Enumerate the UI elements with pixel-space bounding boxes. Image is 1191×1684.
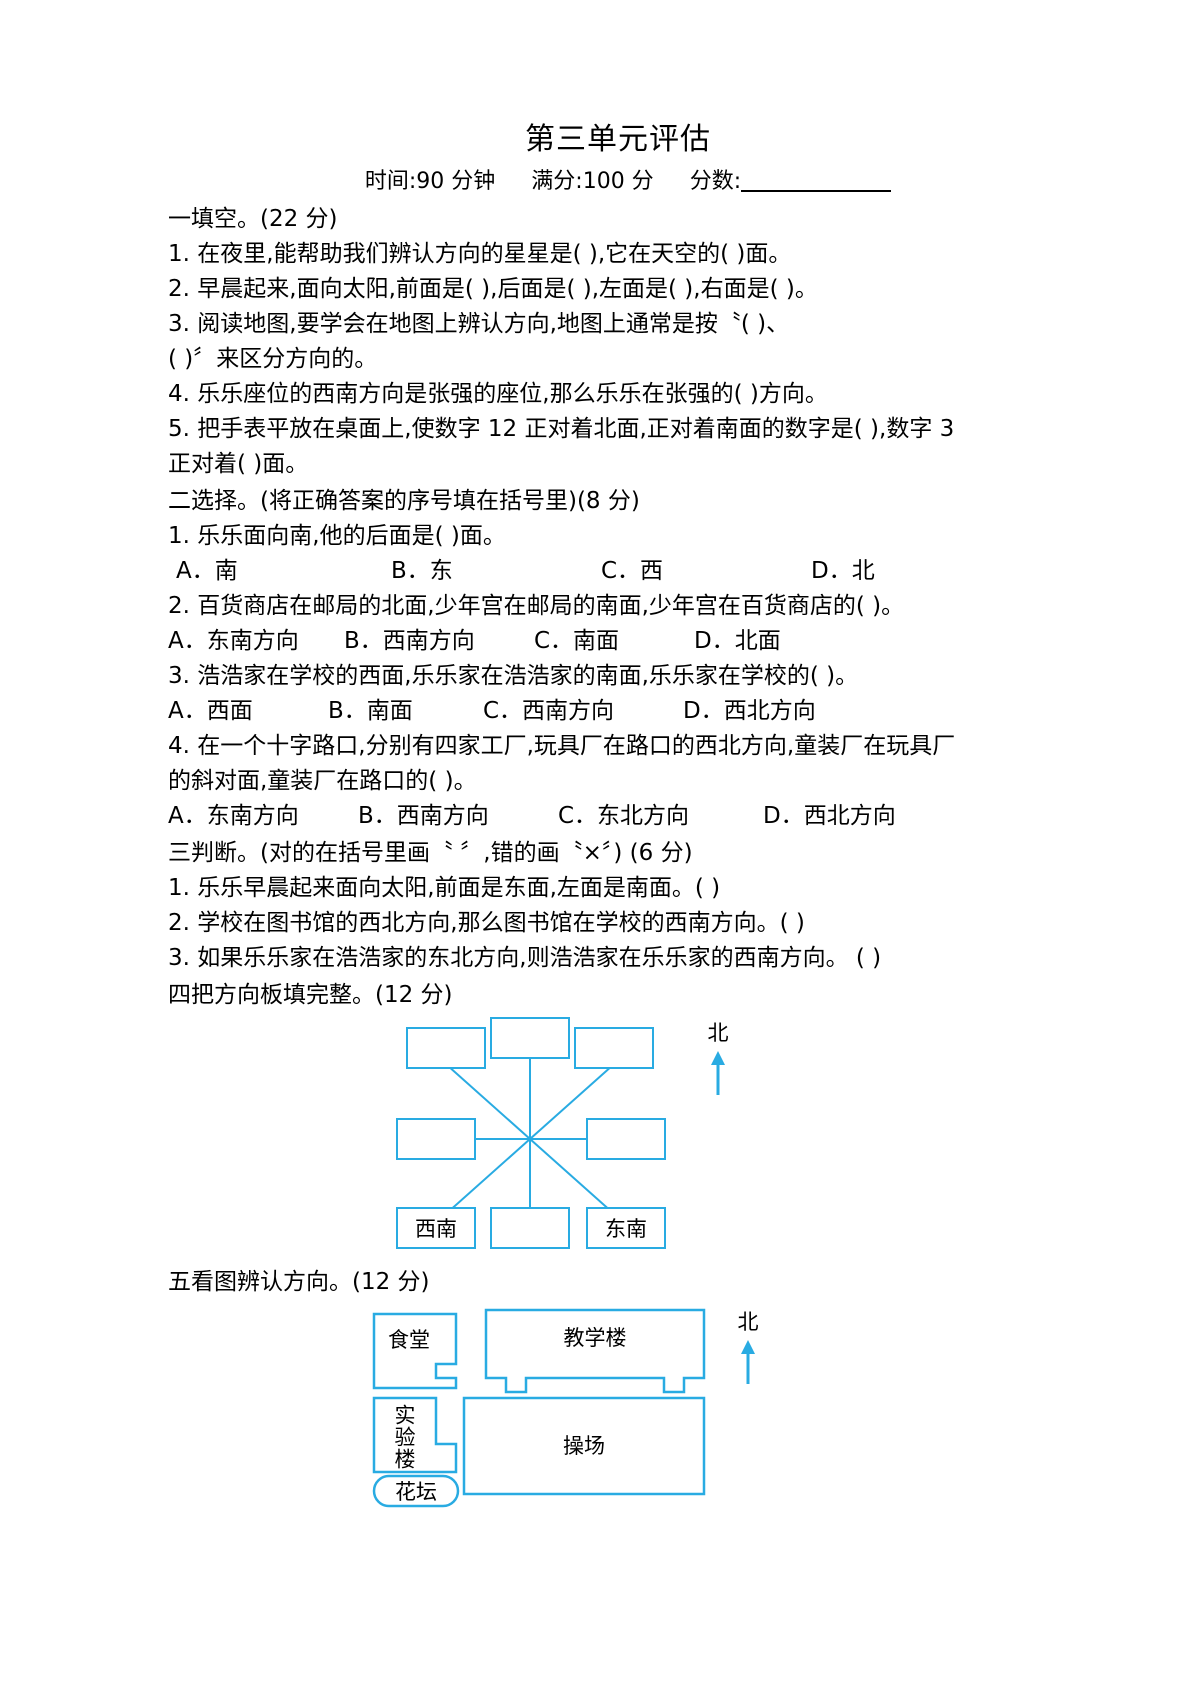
- score-label: 分数:: [689, 169, 742, 194]
- north-label-map: 北: [737, 1310, 759, 1334]
- school-map-shapes: [372, 1308, 706, 1508]
- truefalse-question-3: 3. 如果乐乐家在浩浩家的东北方向,则浩浩家在乐乐家的西南方向。 ( ): [168, 945, 882, 971]
- fill-question-2: 2. 早晨起来,面向太阳,前面是( ),后面是( ),左面是( ),右面是( )…: [168, 276, 818, 302]
- choice-4-option-a[interactable]: A．东南方向: [168, 803, 299, 829]
- fill-question-4: 4. 乐乐座位的西南方向是张强的座位,那么乐乐在张强的( )方向。: [168, 381, 828, 407]
- choice-3-options: A．西面 B．南面 C．西南方向 D．西北方向: [168, 694, 1028, 729]
- exam-meta-row: 时间:90 分钟 满分:100 分 分数:: [168, 164, 1028, 200]
- choice-1-option-d[interactable]: D．北: [811, 558, 875, 584]
- choice-question-3: 3. 浩浩家在学校的西面,乐乐家在浩浩家的南面,乐乐家在学校的( )。: [168, 663, 859, 689]
- playground-label: 操场: [563, 1434, 605, 1458]
- fill-question-5: 5. 把手表平放在桌面上,使数字 12 正对着北面,正对着南面的数字是( ),数…: [168, 416, 955, 442]
- worksheet-content: 第三单元评估 时间:90 分钟 满分:100 分 分数: 一填空。(22 分) …: [168, 118, 1028, 1516]
- choice-4-option-d[interactable]: D．西北方向: [763, 803, 896, 829]
- choice-2-options: A．东南方向 B．西南方向 C．南面 D．北面: [168, 624, 1028, 659]
- north-label-board: 北: [707, 1021, 729, 1045]
- choice-2-option-d[interactable]: D．北面: [694, 628, 781, 654]
- choice-4-option-c[interactable]: C．东北方向: [558, 803, 690, 829]
- fill-question-3: 3. 阅读地图,要学会在地图上辨认方向,地图上通常是按〝( )、: [168, 311, 790, 337]
- flower-bed-label: 花坛: [395, 1480, 437, 1504]
- teaching-building-shape: [484, 1308, 706, 1394]
- choice-3-option-c[interactable]: C．西南方向: [483, 698, 615, 724]
- choice-1-option-c[interactable]: C．西: [601, 558, 664, 584]
- direction-box-south[interactable]: [490, 1207, 570, 1249]
- choice-2-option-c[interactable]: C．南面: [534, 628, 620, 654]
- choice-1-options: A．南 B．东 C．西 D．北: [168, 554, 1028, 589]
- choice-4-option-b[interactable]: B．西南方向: [358, 803, 489, 829]
- school-map-figure: 食堂 教学楼 实验楼 操场 花坛 北: [168, 1306, 1028, 1516]
- direction-box-northwest[interactable]: [406, 1027, 486, 1069]
- choice-1-option-b[interactable]: B．东: [391, 558, 453, 584]
- choice-question-2: 2. 百货商店在邮局的北面,少年宫在邮局的南面,少年宫在百货商店的( )。: [168, 593, 905, 619]
- north-arrow-board: [698, 1049, 738, 1095]
- choice-question-1: 1. 乐乐面向南,他的后面是( )面。: [168, 523, 506, 549]
- total-score-label: 满分:100 分: [531, 169, 654, 194]
- section-four-heading: 四把方向板填完整。(12 分): [168, 982, 453, 1008]
- choice-3-option-a[interactable]: A．西面: [168, 698, 253, 724]
- choice-question-4-cont: 的斜对面,童装厂在路口的( )。: [168, 768, 477, 794]
- score-blank-line[interactable]: [741, 190, 892, 192]
- direction-box-north[interactable]: [490, 1017, 570, 1059]
- direction-box-northeast[interactable]: [574, 1027, 654, 1069]
- truefalse-question-2: 2. 学校在图书馆的西北方向,那么图书馆在学校的西南方向。( ): [168, 910, 805, 936]
- choice-question-4: 4. 在一个十字路口,分别有四家工厂,玩具厂在路口的西北方向,童装厂在玩具厂: [168, 733, 956, 759]
- fill-question-5-cont: 正对着( )面。: [168, 451, 309, 477]
- choice-4-options: A．东南方向 B．西南方向 C．东北方向 D．西北方向: [168, 799, 1028, 834]
- north-arrow-icon: [711, 1051, 725, 1095]
- direction-box-east[interactable]: [586, 1118, 666, 1160]
- north-indicator-board: 北: [698, 1021, 738, 1095]
- canteen-label: 食堂: [388, 1328, 430, 1352]
- fill-question-1: 1. 在夜里,能帮助我们辨认方向的星星是( ),它在天空的( )面。: [168, 241, 792, 267]
- direction-box-southeast[interactable]: 东南: [586, 1207, 666, 1249]
- flower-bed-shape: [372, 1474, 460, 1508]
- choice-3-option-d[interactable]: D．西北方向: [683, 698, 816, 724]
- section-one-heading: 一填空。(22 分): [168, 206, 338, 232]
- north-arrow-map: [728, 1338, 768, 1384]
- direction-box-west[interactable]: [396, 1118, 476, 1160]
- choice-2-option-b[interactable]: B．西南方向: [344, 628, 475, 654]
- fill-question-3-cont: ( )〞来区分方向的。: [168, 346, 378, 372]
- playground-shape: [462, 1396, 706, 1496]
- truefalse-question-1: 1. 乐乐早晨起来面向太阳,前面是东面,左面是南面。( ): [168, 875, 721, 901]
- choice-3-option-b[interactable]: B．南面: [328, 698, 413, 724]
- choice-1-option-a[interactable]: A．南: [176, 558, 238, 584]
- north-indicator-map: 北: [728, 1310, 768, 1384]
- north-arrow-icon-map: [741, 1340, 755, 1384]
- page-title: 第三单元评估: [525, 122, 711, 157]
- time-label: 时间:90 分钟: [364, 169, 496, 194]
- direction-box-southwest[interactable]: 西南: [396, 1207, 476, 1249]
- direction-board-figure: 西南 东南 北: [168, 1015, 1028, 1263]
- canteen-shape: [372, 1312, 458, 1390]
- choice-2-option-a[interactable]: A．东南方向: [168, 628, 299, 654]
- lab-building-label: 实验楼: [392, 1404, 416, 1470]
- teaching-building-label: 教学楼: [563, 1326, 627, 1350]
- lab-building-shape: [372, 1396, 458, 1474]
- section-five-heading: 五看图辨认方向。(12 分): [168, 1269, 430, 1295]
- section-two-heading: 二选择。(将正确答案的序号填在括号里)(8 分): [168, 488, 640, 514]
- section-three-heading: 三判断。(对的在括号里画〝 〞,错的画〝×〞) (6 分): [168, 840, 693, 866]
